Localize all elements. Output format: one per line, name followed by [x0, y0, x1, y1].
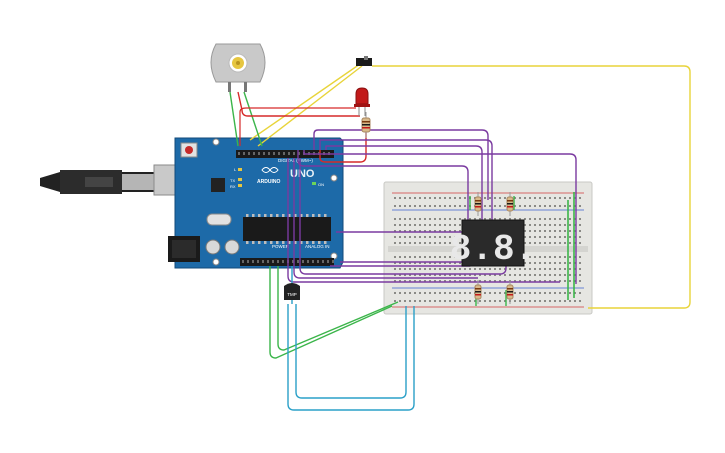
- display-digits: 8.8.: [450, 229, 536, 270]
- tx-label: TX: [230, 178, 235, 183]
- on-label: ON: [318, 182, 324, 187]
- wire-purple-4: [297, 150, 469, 224]
- wire-green-motor-a: [229, 91, 239, 147]
- wire-purple-8: [299, 158, 507, 275]
- wire-cyan-sensor-a: [287, 304, 415, 411]
- analog-header-label: ANALOG IN: [305, 244, 330, 249]
- wires: [229, 63, 691, 411]
- arduino-logo-icon: [261, 167, 279, 173]
- slide-switch[interactable]: [356, 56, 372, 66]
- wire-red-motor: [237, 91, 360, 117]
- red-led: [354, 87, 370, 116]
- wire-yellow-switch-b: [257, 65, 363, 147]
- temperature-sensor: TMP: [284, 283, 300, 300]
- reset-button[interactable]: [185, 146, 193, 154]
- led-resistor: [361, 112, 371, 138]
- wire-green-gnd-b: [277, 266, 399, 351]
- wire-purple-5: [303, 150, 577, 284]
- breadboard-resistors: [474, 192, 514, 304]
- arduino-uno-board: DIGITAL (PWM~) ARDUINO UNO POWER ANALOG …: [40, 137, 344, 269]
- wire-yellow-switch-rail: [372, 65, 691, 309]
- wire-green-motor-b: [243, 91, 263, 147]
- power-header-label: POWER: [272, 244, 290, 249]
- rx-label: RX: [230, 184, 236, 189]
- atmega-chip: [243, 217, 331, 241]
- wire-green-gnd-a: [269, 266, 393, 359]
- wire-red-led-top: [239, 107, 356, 146]
- wire-yellow-switch-a: [249, 63, 361, 141]
- wire-purple-1: [313, 129, 489, 200]
- wire-red-led-loop: [319, 128, 367, 163]
- wire-purple-3: [325, 145, 483, 224]
- wire-purple-2: [319, 139, 493, 230]
- wire-cyan-sensor-b: [295, 304, 407, 399]
- arduino-brand-label: ARDUINO: [257, 179, 280, 185]
- wire-purple-6: [287, 158, 560, 283]
- uno-model-label: UNO: [290, 168, 315, 180]
- digital-header-label: DIGITAL (PWM~): [278, 158, 313, 163]
- seven-segment-display: 8.8.: [450, 219, 536, 270]
- sensor-label: TMP: [287, 292, 297, 297]
- led-l-label: L: [234, 167, 237, 172]
- dc-motor: [210, 43, 266, 92]
- wire-purple-7: [293, 158, 478, 279]
